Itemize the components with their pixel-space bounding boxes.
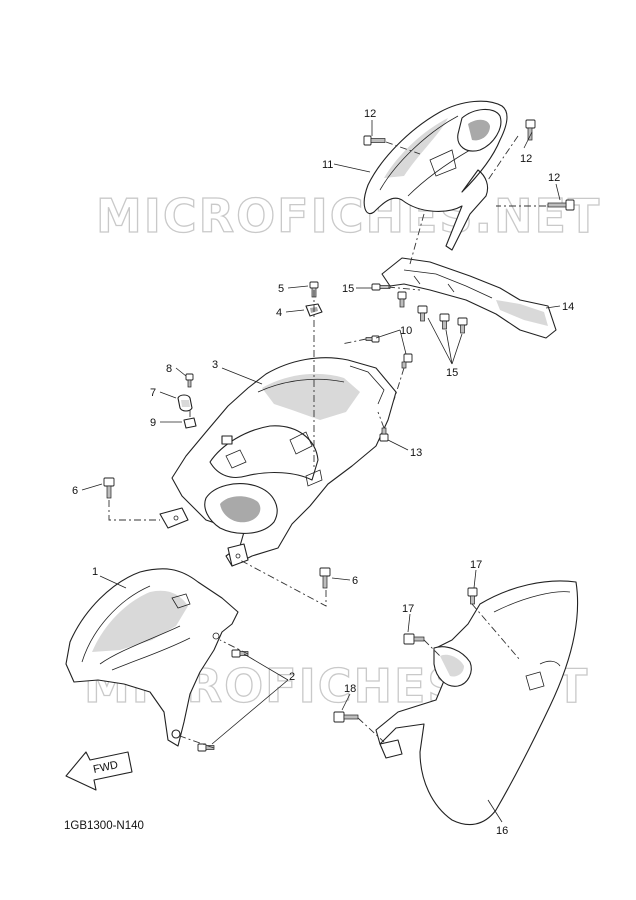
part-15-bolts — [371, 283, 468, 334]
part-12-bolt-a — [363, 135, 386, 146]
part-2-bolts — [197, 649, 249, 752]
callout-9: 9 — [150, 417, 156, 429]
callout-14: 14 — [562, 301, 574, 313]
part-11-tail-cover — [363, 100, 508, 251]
part-14-rear-bracket — [381, 257, 557, 339]
part-17-bolt-a — [467, 587, 478, 605]
callout-10: 10 — [400, 325, 412, 337]
callout-11: 11 — [322, 159, 333, 171]
part-6-bolt-b — [319, 567, 331, 589]
part-1-front-fender — [65, 568, 239, 747]
callout-labels: 1 2 3 4 5 6 6 7 8 9 10 11 12 12 12 13 14… — [72, 108, 574, 837]
callout-5: 5 — [278, 283, 284, 295]
part-17-bolt-b — [403, 633, 425, 645]
callout-1: 1 — [92, 566, 98, 578]
callout-12-mid: 12 — [520, 153, 532, 165]
fwd-label: FWD — [92, 759, 119, 776]
callout-12-right: 12 — [548, 172, 560, 184]
part-7-clip — [177, 394, 193, 412]
fwd-arrow: FWD — [65, 751, 133, 791]
callout-13: 13 — [410, 447, 422, 459]
callout-17-top: 17 — [470, 559, 482, 571]
part-16-rear-mudguard — [375, 580, 579, 826]
callout-6-left: 6 — [72, 485, 78, 497]
callout-2: 2 — [289, 671, 295, 683]
leader-lines — [81, 120, 561, 823]
callout-3: 3 — [212, 359, 218, 371]
part-18-bolt — [333, 711, 359, 723]
callout-12-left: 12 — [364, 108, 376, 120]
callout-17-mid: 17 — [402, 603, 414, 615]
watermark-top: MICROFICHES.NET — [96, 189, 601, 243]
callout-15-bottom: 15 — [446, 367, 458, 379]
callout-8: 8 — [166, 363, 172, 375]
part-8-screw — [185, 373, 194, 388]
diagram-code: 1GB1300-N140 — [64, 820, 144, 832]
part-6-bolt-a — [103, 477, 115, 499]
part-3-inner-fender — [159, 357, 397, 567]
callout-18: 18 — [344, 683, 356, 695]
part-9-nut — [183, 417, 197, 429]
assembly-lines — [108, 135, 546, 749]
callout-7: 7 — [150, 387, 156, 399]
callout-15-left: 15 — [342, 283, 354, 295]
callout-4: 4 — [276, 307, 282, 319]
part-12-bolt-b — [525, 119, 536, 141]
part-12-bolt-c — [547, 199, 575, 211]
callout-6-right: 6 — [352, 575, 358, 587]
callout-16: 16 — [496, 825, 508, 837]
